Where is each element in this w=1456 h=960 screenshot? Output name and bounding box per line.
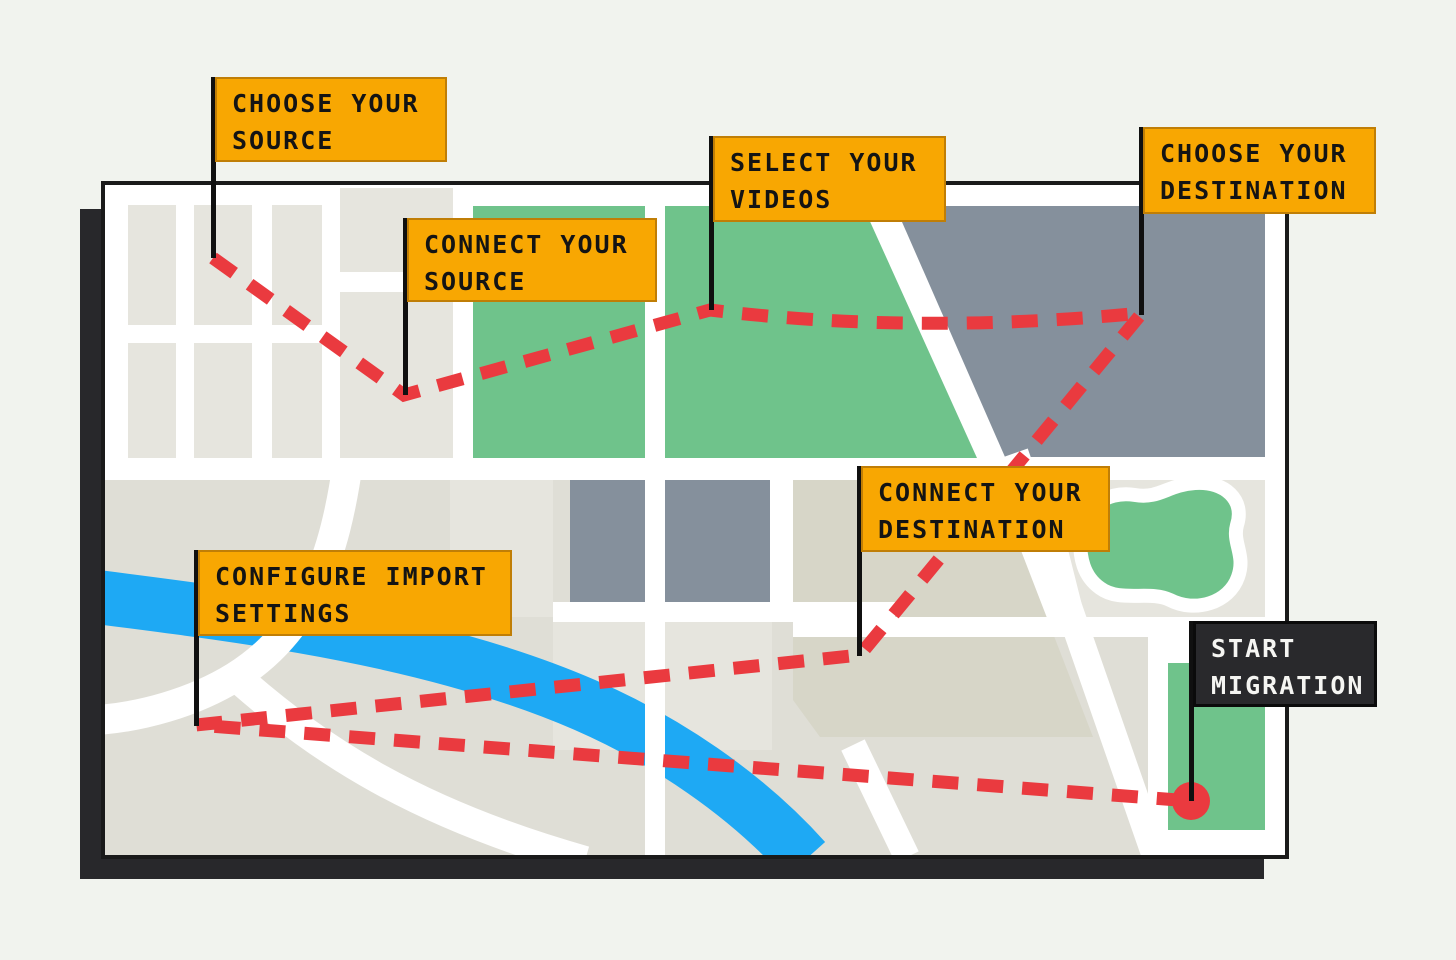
slate-building bbox=[570, 480, 770, 602]
curved-road-b bbox=[230, 668, 590, 855]
slate-district bbox=[895, 206, 1265, 457]
flag-label: CONFIGURE IMPORT SETTINGS bbox=[215, 562, 488, 628]
pond bbox=[1072, 475, 1248, 613]
flag-label: CONNECT YOUR DESTINATION bbox=[878, 478, 1083, 544]
flag-select-videos: SELECT YOUR VIDEOS bbox=[713, 136, 946, 222]
flag-label: CHOOSE YOUR SOURCE bbox=[232, 89, 420, 155]
flag-connect-destination: CONNECT YOUR DESTINATION bbox=[861, 466, 1110, 552]
flag-label: SELECT YOUR VIDEOS bbox=[730, 148, 918, 214]
destination-dot bbox=[1172, 782, 1210, 820]
flag-choose-destination: CHOOSE YOUR DESTINATION bbox=[1143, 127, 1376, 214]
flag-label: CONNECT YOUR SOURCE bbox=[424, 230, 629, 296]
pole-connect-source bbox=[403, 218, 408, 395]
flag-connect-source: CONNECT YOUR SOURCE bbox=[407, 218, 657, 302]
flag-label: START MIGRATION bbox=[1211, 634, 1365, 700]
curved-road-a bbox=[105, 459, 363, 735]
pole-connect-destination bbox=[857, 466, 862, 656]
flag-label: CHOOSE YOUR DESTINATION bbox=[1160, 139, 1348, 205]
pole-choose-source bbox=[211, 77, 216, 258]
pole-choose-destination bbox=[1139, 127, 1144, 315]
city-map bbox=[101, 181, 1289, 859]
flag-configure-import-settings: CONFIGURE IMPORT SETTINGS bbox=[198, 550, 512, 636]
park-block-east bbox=[665, 206, 977, 458]
flag-choose-source: CHOOSE YOUR SOURCE bbox=[215, 77, 447, 162]
flag-start-migration: START MIGRATION bbox=[1193, 621, 1377, 707]
pole-start-migration bbox=[1189, 621, 1194, 801]
pole-select-videos bbox=[709, 136, 714, 310]
pole-configure-import bbox=[194, 550, 199, 726]
route-dashed-path bbox=[195, 252, 1192, 808]
